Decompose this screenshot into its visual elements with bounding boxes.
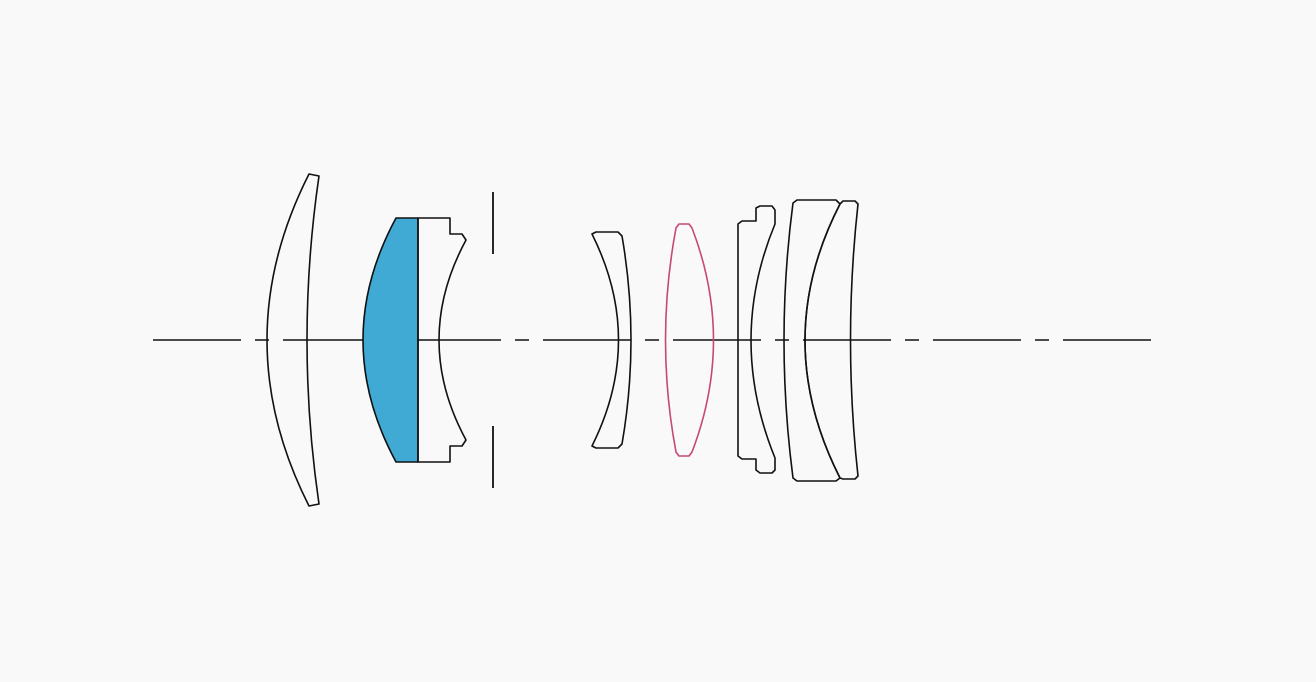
lens-element-rear-doublet-back xyxy=(804,200,859,480)
lens-element-special-pink xyxy=(664,223,715,457)
lens-element-special-blue xyxy=(362,217,419,463)
lens-element-cemented-negative xyxy=(417,217,467,463)
lens-element-front-meniscus xyxy=(266,173,320,507)
lens-element-middle-meniscus xyxy=(591,231,632,449)
lens-element-rear-meniscus xyxy=(737,205,776,474)
